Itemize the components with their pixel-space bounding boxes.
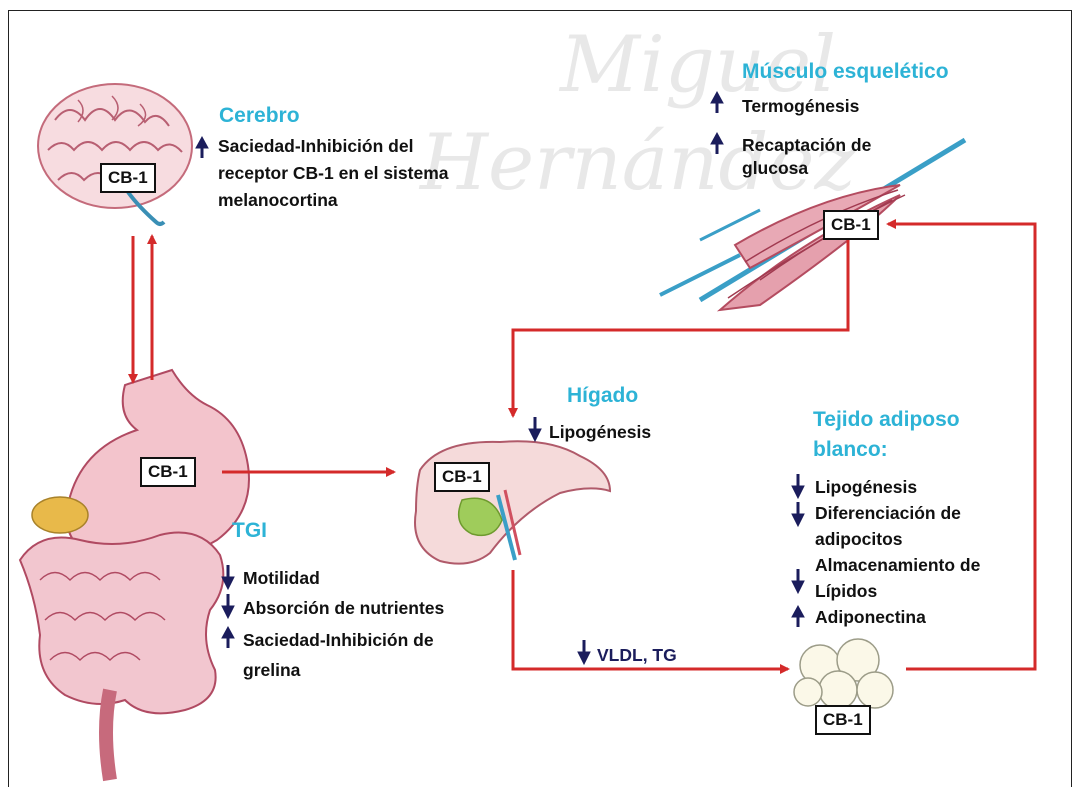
muscle-effect-2-line-1: Recaptación de (742, 134, 871, 156)
down-arrow-icon (529, 417, 541, 441)
adipose-effect-1: Lipogénesis (815, 476, 917, 498)
adipose-title-line-1: Tejido adiposo (813, 408, 960, 432)
adipose-effect-3-line-1: Almacenamiento de (815, 554, 980, 576)
brain-illustration (38, 84, 192, 224)
liver-illustration (415, 441, 610, 563)
gut-effect-3-line-1: Saciedad-Inhibición de (243, 629, 434, 651)
gut-effect-3-line-2: grelina (243, 659, 300, 681)
cb1-label-muscle: CB-1 (823, 210, 879, 240)
arrow-adipose-to-muscle (888, 224, 1035, 669)
up-arrow-icon (711, 92, 723, 113)
up-arrow-icon (222, 627, 234, 648)
brain-effect-line-2: receptor CB-1 en el sistema (218, 162, 449, 184)
down-arrow-icon (222, 594, 234, 618)
muscle-effect-2-line-2: glucosa (742, 157, 808, 179)
gut-effect-1: Motilidad (243, 567, 320, 589)
cb1-label-brain: CB-1 (100, 163, 156, 193)
down-arrow-icon (792, 569, 804, 593)
brain-effect-line-3: melanocortina (218, 189, 338, 211)
cb1-label-gut: CB-1 (140, 457, 196, 487)
brain-title: Cerebro (219, 104, 300, 128)
up-arrow-icon (792, 606, 804, 627)
vldl-tg-label: VLDL, TG (597, 644, 677, 666)
brain-effect-line-1: Saciedad-Inhibición del (218, 135, 413, 157)
adipose-effect-3-line-2: Lípidos (815, 580, 877, 602)
down-arrow-icon (792, 502, 804, 526)
cb1-label-liver: CB-1 (434, 462, 490, 492)
gut-effect-2: Absorción de nutrientes (243, 597, 444, 619)
liver-title: Hígado (567, 384, 638, 408)
adipose-effect-4: Adiponectina (815, 606, 926, 628)
gut-title: TGI (232, 519, 267, 543)
gut-illustration (20, 370, 249, 780)
adipose-effect-2-line-1: Diferenciación de (815, 502, 961, 524)
down-arrow-icon (792, 474, 804, 498)
up-arrow-icon (711, 133, 723, 154)
liver-effect-1: Lipogénesis (549, 421, 651, 443)
down-arrow-icon (578, 640, 590, 664)
up-arrow-icon (196, 137, 208, 158)
adipose-title-line-2: blanco: (813, 438, 888, 462)
adipose-illustration (794, 639, 893, 709)
adipose-effect-2-line-2: adipocitos (815, 528, 903, 550)
cb1-label-adipose: CB-1 (815, 705, 871, 735)
muscle-title: Músculo esquelético (742, 60, 949, 84)
muscle-effect-1: Termogénesis (742, 95, 859, 117)
